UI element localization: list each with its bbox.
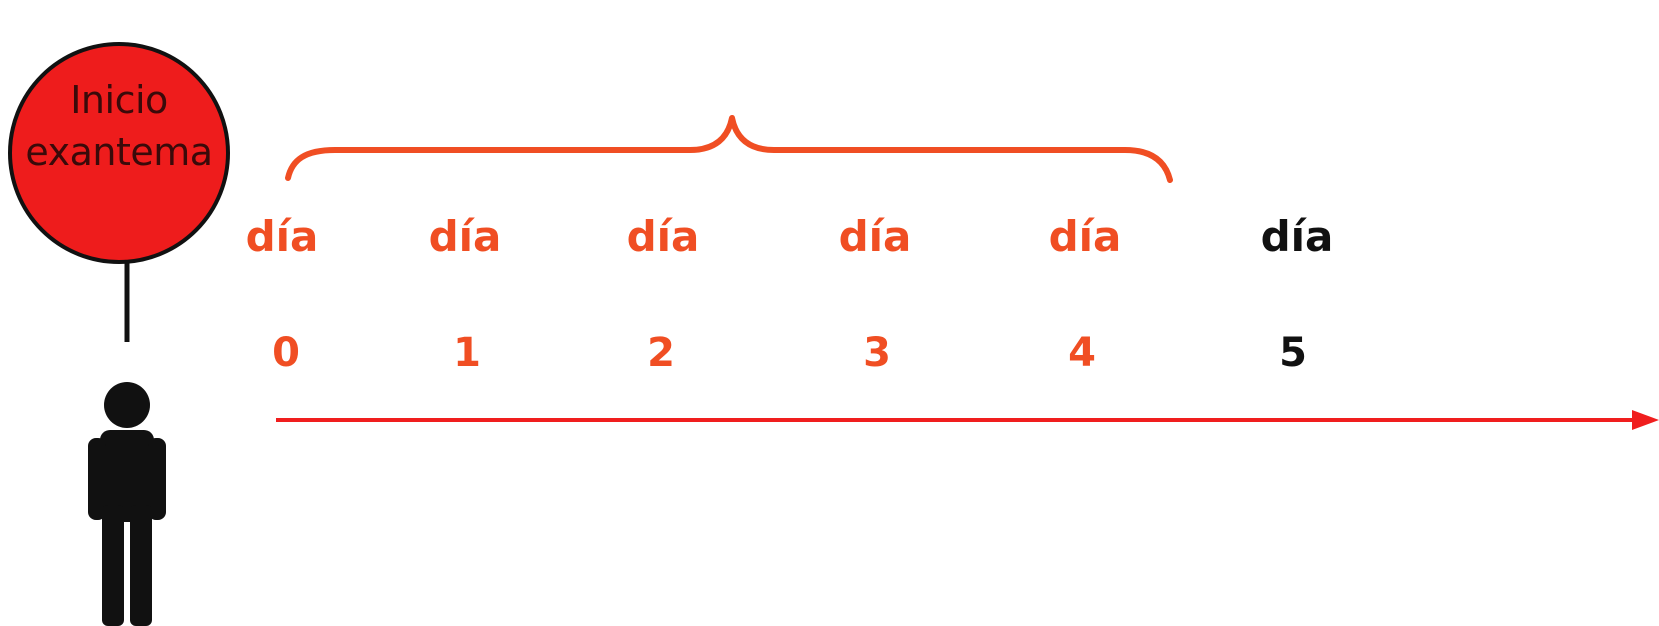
event-label-line2: exantema (25, 130, 213, 174)
curly-brace (285, 115, 1173, 183)
event-label: Inicio exantema (8, 74, 230, 178)
day-label-0: día (245, 212, 319, 261)
day-number-1: 1 (453, 330, 481, 376)
day-number-4: 4 (1068, 330, 1096, 376)
day-number-2: 2 (647, 330, 675, 376)
day-number-5: 5 (1279, 330, 1307, 376)
event-label-line1: Inicio (70, 78, 168, 122)
day-number-0: 0 (272, 330, 300, 376)
day-label-2: día (626, 212, 700, 261)
timeline-arrow (276, 410, 1659, 430)
day-label-1: día (428, 212, 502, 261)
day-label-5: día (1260, 212, 1334, 261)
day-label-3: día (838, 212, 912, 261)
day-number-3: 3 (863, 330, 891, 376)
day-label-4: día (1048, 212, 1122, 261)
event-circle (8, 42, 230, 264)
person-icon (88, 382, 166, 626)
